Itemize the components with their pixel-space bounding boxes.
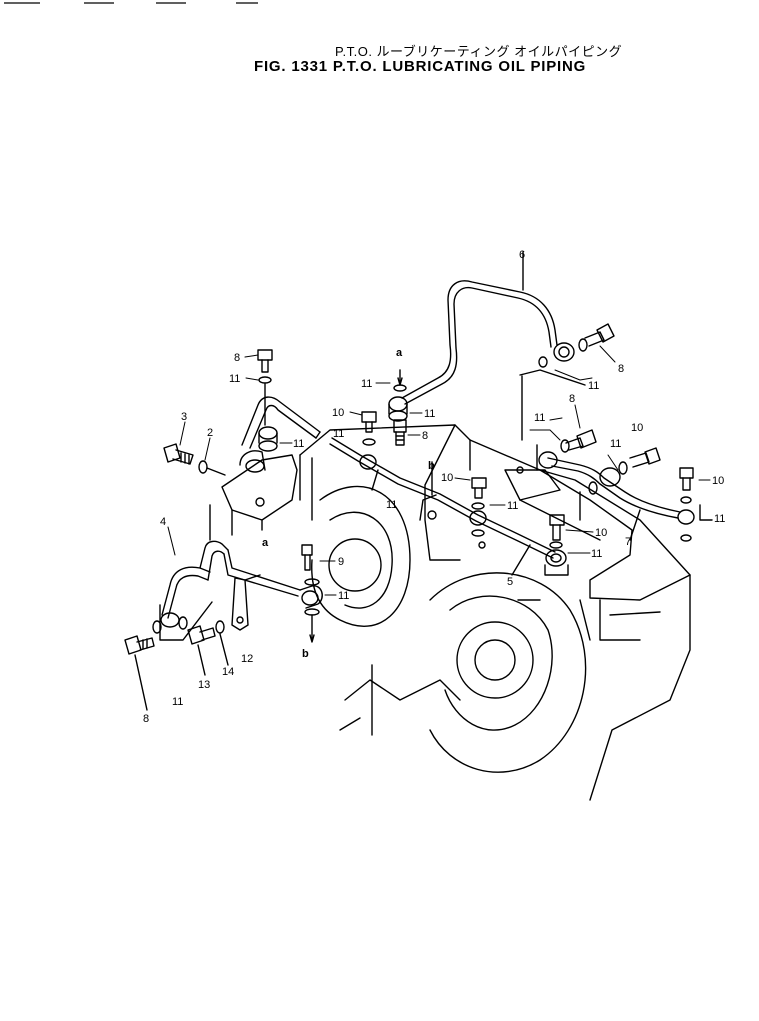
- banjo-lower-center: [299, 544, 323, 643]
- callout-6: 6: [519, 249, 525, 261]
- washer-2: [198, 460, 226, 476]
- callout-11: 11: [293, 438, 304, 450]
- figure-title: FIG. 1331 P.T.O. LUBRICATING OIL PIPING: [254, 58, 587, 75]
- callout-11: 11: [333, 428, 344, 440]
- callout-10: 10: [332, 407, 344, 419]
- bolt-10-right: [629, 447, 661, 468]
- callout-11: 11: [424, 408, 435, 420]
- callout-10: 10: [595, 527, 607, 539]
- pipe-7: [536, 444, 713, 542]
- bracket-12: [231, 574, 261, 631]
- fitting-8-center: [393, 419, 407, 446]
- leader-lines: [167, 345, 711, 596]
- bolt-10-far-right: [679, 467, 694, 491]
- bolt-8-upper: [257, 349, 273, 426]
- callout-2: 2: [207, 427, 213, 439]
- callout-11: 11: [534, 412, 545, 424]
- callout-7: 7: [625, 536, 631, 548]
- pipe-6: [388, 251, 575, 422]
- flange-block: [209, 450, 298, 541]
- pipe-5: [329, 437, 569, 576]
- callout-b: b: [302, 648, 309, 660]
- callout-9: 9: [338, 556, 344, 568]
- callout-12: 12: [241, 653, 253, 665]
- bolt-8-lower: [124, 635, 155, 711]
- upper-left-pipe: [241, 396, 321, 452]
- callout-11: 11: [591, 548, 602, 560]
- callout-11: 11: [507, 500, 518, 512]
- callout-8: 8: [234, 352, 240, 364]
- callout-11: 11: [338, 590, 349, 602]
- callout-11: 11: [386, 499, 397, 511]
- callout-8: 8: [569, 393, 575, 405]
- pipe-4: [152, 540, 301, 641]
- bolt-3: [163, 443, 194, 465]
- callout-11: 11: [610, 438, 621, 450]
- callout-10: 10: [441, 472, 453, 484]
- callout-4: 4: [160, 516, 166, 528]
- callout-11: 11: [714, 513, 725, 525]
- callout-8: 8: [422, 430, 428, 442]
- bolt-10-center: [361, 411, 377, 446]
- bolt-8-pipe6: [519, 323, 615, 441]
- callout-11: 11: [361, 378, 372, 390]
- callout-13: 13: [198, 679, 210, 691]
- callout-a: a: [396, 347, 403, 359]
- bolt-10-lower: [549, 514, 565, 549]
- title-japanese: P.T.O. ルーブリケーティング オイルパイピング: [335, 44, 623, 59]
- washer-14: [215, 620, 229, 666]
- callout-3: 3: [181, 411, 187, 423]
- callout-a: a: [262, 537, 269, 549]
- callout-11: 11: [229, 373, 240, 385]
- callout-10: 10: [712, 475, 724, 487]
- callout-labels: 8 11 3 2 11 a 4 9 11 b 12 14 13 11 8 6 a…: [143, 249, 725, 725]
- bolt-13: [187, 625, 216, 676]
- top-edge-marks: [4, 2, 258, 4]
- callout-b: b: [428, 460, 435, 472]
- callout-5: 5: [507, 576, 513, 588]
- callout-14: 14: [222, 666, 234, 678]
- callout-8: 8: [618, 363, 624, 375]
- callout-11: 11: [172, 696, 183, 708]
- callout-8: 8: [143, 713, 149, 725]
- callout-11: 11: [588, 380, 599, 392]
- bolt-10-b: [431, 461, 487, 537]
- transmission-housing: [299, 424, 691, 801]
- callout-10: 10: [631, 422, 643, 434]
- bolt-8-right: [560, 429, 597, 453]
